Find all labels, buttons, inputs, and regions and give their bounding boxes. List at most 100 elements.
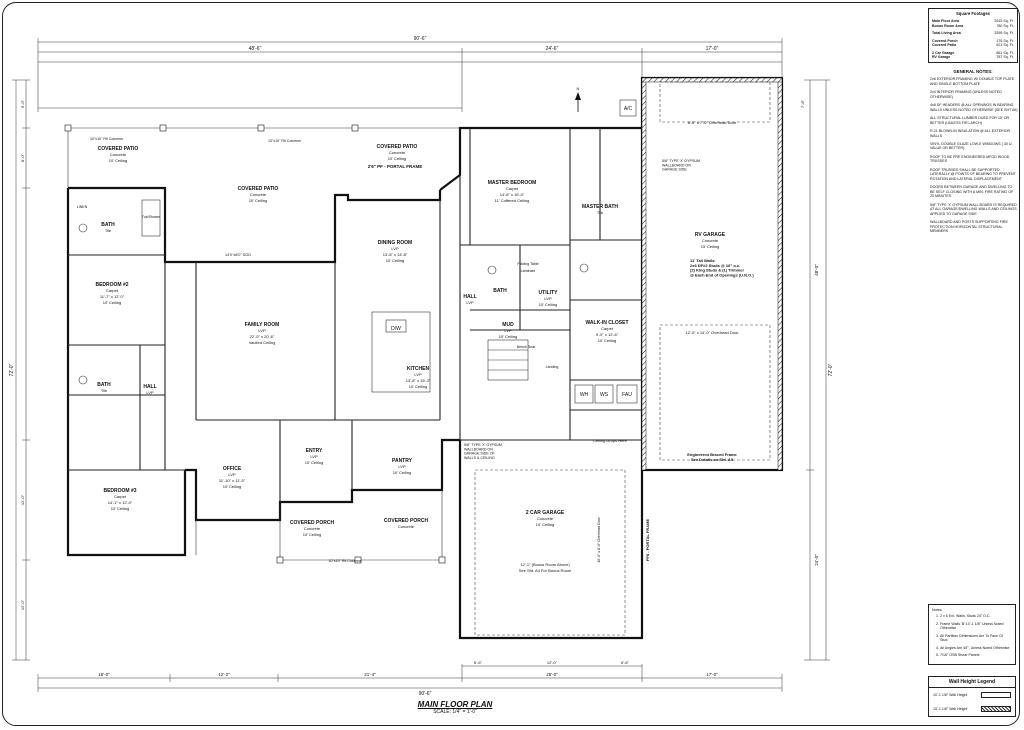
svg-text:10' Ceiling: 10' Ceiling	[393, 470, 412, 475]
note-item: All Angles Are 45°, Unless Noted Otherwi…	[940, 646, 1012, 650]
columns-label-a: 10"x10" Rtl Columns	[90, 137, 123, 141]
room-label-pantry: PANTRY LVP 10' Ceiling	[392, 458, 413, 475]
dim-bottom-c: 21'-4"	[364, 672, 376, 677]
svg-text:Tile: Tile	[101, 388, 108, 393]
svg-text:10' Ceiling: 10' Ceiling	[499, 334, 518, 339]
svg-text:Carpet: Carpet	[114, 494, 127, 499]
svg-text:HALL: HALL	[463, 294, 476, 300]
room-label-bath-2: BATH Tile	[97, 382, 111, 393]
left-dimensions	[12, 79, 30, 661]
dim-bottom-d: 25'-0"	[546, 672, 558, 677]
dim-top-middle: 24'-6"	[546, 46, 559, 52]
svg-text:14'-8" x 16'-0": 14'-8" x 16'-0"	[500, 192, 525, 197]
portal-frame-vertical-label: PF6 - PORTAL FRAME	[645, 519, 650, 562]
svg-text:KITCHEN: KITCHEN	[407, 366, 430, 372]
svg-text:LVP: LVP	[258, 328, 266, 333]
svg-text:WALK-IN CLOSET: WALK-IN CLOSET	[585, 320, 628, 326]
note-item: Frame Walls 'B' 10'-1 1/8" Unless Noted …	[940, 622, 1012, 631]
svg-text:10' Ceiling: 10' Ceiling	[539, 302, 558, 307]
columns-label-c: 10"x10" Rtl Columns	[329, 559, 362, 563]
general-note: VINYL DOUBLE GLAZE LOW-E WINDOWS (.30 U-…	[930, 141, 1013, 151]
svg-text:FAMILY ROOM: FAMILY ROOM	[245, 322, 280, 328]
svg-text:10' Ceiling: 10' Ceiling	[109, 158, 128, 163]
room-label-dining-room: DINING ROOM LVP 13'-8" x 14'-8" 10' Ceil…	[378, 240, 412, 263]
room-label-2-car-garage: 2 CAR GARAGE Concrete 10' Ceiling	[526, 510, 565, 527]
dim-bottom-f: 6'-6"	[474, 660, 483, 665]
general-note: 2x4 INTERIOR FRAMING (UNLESS NOTED OTHER…	[930, 90, 1002, 99]
room-label-utility: UTILITY LVP 10' Ceiling	[539, 290, 559, 307]
legend-label: 15'-1 1/8" Wall Height	[933, 707, 968, 711]
svg-text:11' Coffered Ceiling: 11' Coffered Ceiling	[495, 198, 530, 203]
dim-bottom-overall: 90'-6"	[419, 691, 432, 697]
general-note: ROOF TO BE PRE ENGINEERED MFGD WOOD TRUS…	[930, 154, 1010, 164]
dim-bottom-e: 17'-0"	[706, 672, 718, 677]
room-label-office: OFFICE LVP 11'-10" x 11'-5" 10' Ceiling	[219, 466, 246, 489]
dim-left-a: 6'-0"	[20, 99, 25, 108]
svg-text:LVP: LVP	[391, 246, 399, 251]
svg-text:ENTRY: ENTRY	[306, 448, 323, 454]
svg-text:10' Ceiling: 10' Ceiling	[249, 198, 268, 203]
svg-text:Concrete: Concrete	[110, 152, 127, 157]
svg-text:LVP: LVP	[414, 372, 422, 377]
svg-text:10' Ceiling: 10' Ceiling	[223, 484, 242, 489]
svg-text:22'-0" x 20'-6": 22'-0" x 20'-6"	[250, 334, 275, 339]
dw-label: D/W	[391, 326, 401, 332]
svg-text:10' Ceiling: 10' Ceiling	[305, 460, 324, 465]
tub-shower-label: Tub/Shower	[142, 215, 161, 219]
note-item: 2 x 6 Ext. Walls, Studs 24" O.C.	[940, 614, 1012, 618]
svg-text:LVP: LVP	[228, 472, 236, 477]
dim-top-left: 48'-6"	[249, 46, 262, 52]
laminate-label: Laminate	[521, 269, 536, 273]
svg-text:11'-7" x 12'-0": 11'-7" x 12'-0"	[100, 294, 125, 299]
svg-text:LVP: LVP	[504, 328, 512, 333]
svg-text:11'-10" x 11'-5": 11'-10" x 11'-5"	[219, 478, 246, 483]
svg-text:Carpet: Carpet	[601, 326, 614, 331]
svg-text:Carpet: Carpet	[106, 288, 119, 293]
note-item: All Partition Dimensions Are To Face Of …	[940, 634, 1012, 643]
svg-text:LVP: LVP	[466, 300, 474, 305]
svg-text:HALL: HALL	[143, 384, 156, 390]
legend-swatch-plain	[981, 692, 1011, 699]
room-label-covered-patio-3: COVERED PATIO Concrete 10' Ceiling	[377, 144, 418, 161]
note-item: 7/16" OSB Shear Panels	[940, 653, 1012, 657]
interior-walls	[68, 128, 642, 502]
room-label-walk-in-closet: WALK-IN CLOSET Carpet 9'-0" x 12'-6" 10'…	[585, 320, 628, 343]
general-note: DOORS BETWEEN GARAGE AND DWELLING TO BE …	[930, 185, 1014, 199]
svg-text:Concrete: Concrete	[389, 150, 406, 155]
room-label-covered-patio-2: COVERED PATIO Concrete 10' Ceiling	[238, 186, 279, 203]
bonus-room-label: 12'-1" (Bonus Room Above)	[520, 562, 570, 567]
room-label-mud: MUD LVP 10' Ceiling	[499, 322, 518, 339]
room-label-hall-1: HALL LVP	[463, 294, 476, 305]
svg-text:13'-8" x 15'-3": 13'-8" x 15'-3"	[406, 378, 431, 383]
svg-text:BATH: BATH	[101, 222, 115, 228]
svg-text:15' Ceiling: 15' Ceiling	[701, 244, 720, 249]
dim-bottom-g: 12'-0"	[547, 660, 558, 665]
room-label-covered-patio-1: COVERED PATIO Concrete 10' Ceiling	[98, 146, 139, 163]
svg-text:9'-0" x 12'-6": 9'-0" x 12'-6"	[596, 332, 619, 337]
room-label-family-room: FAMILY ROOM LVP 22'-0" x 20'-6" Vaulted …	[245, 322, 280, 345]
room-label-hall-2: HALL LVP	[143, 384, 156, 395]
wall-height-legend: Wall Height Legend 10'-1 1/8" Wall Heigh…	[928, 676, 1016, 718]
svg-text:COVERED PATIO: COVERED PATIO	[238, 186, 279, 192]
north-label: N	[577, 86, 580, 91]
svg-text:10' Ceiling: 10' Ceiling	[103, 300, 122, 305]
ac-label: A/C	[624, 106, 633, 112]
dim-right-a: 48'-0"	[814, 264, 819, 276]
dim-right-overall: 72'-0"	[828, 363, 834, 376]
svg-text:LVP: LVP	[146, 390, 154, 395]
rv-overhead-door-label: 8'-6" x 7'-6" Overhead Door	[688, 120, 737, 125]
tall-walls-note: 11' Tall Walls:2x6 DF#2 Studs @ 16" o.c.…	[690, 258, 754, 277]
svg-text:LVP: LVP	[398, 464, 406, 469]
svg-text:14'-1" x 12'-0": 14'-1" x 12'-0"	[108, 500, 133, 505]
tall-wall-hatch	[641, 77, 783, 471]
